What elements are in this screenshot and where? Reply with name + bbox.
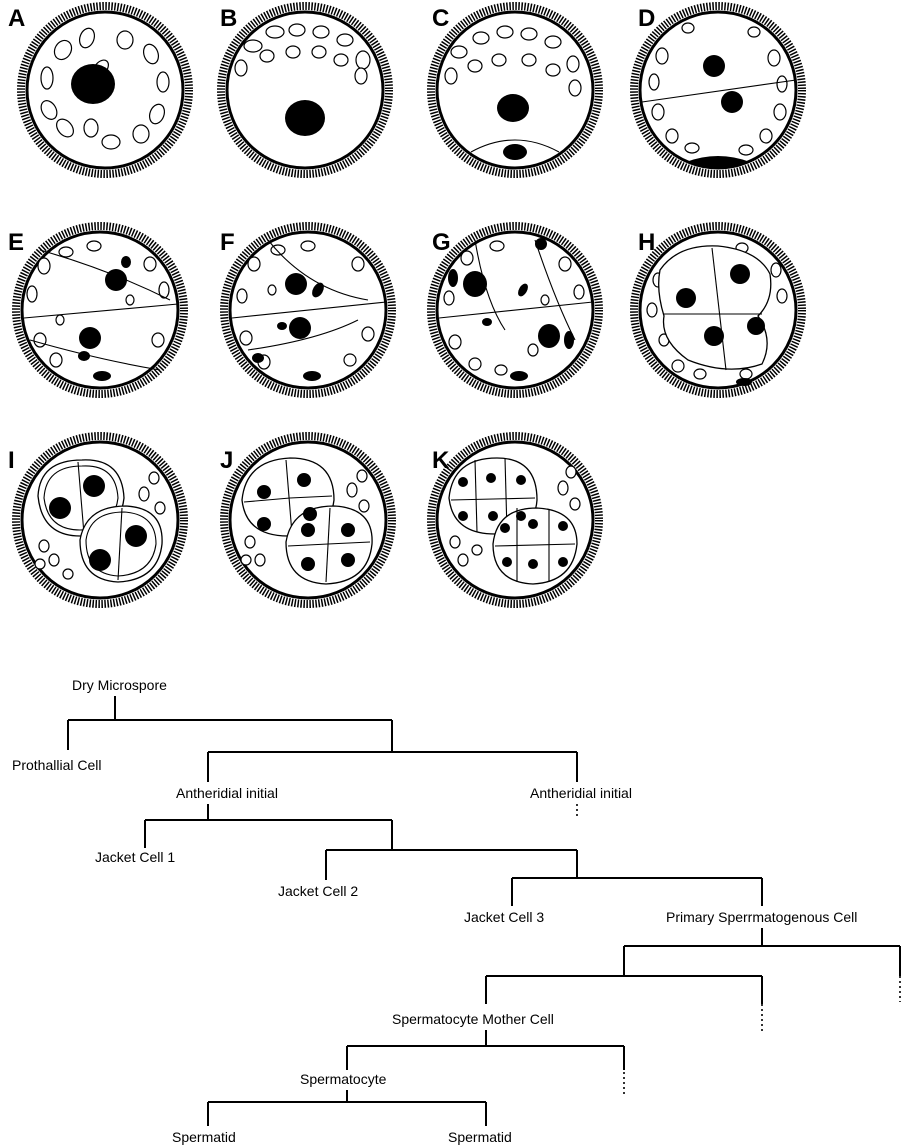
nucleus bbox=[303, 507, 317, 521]
nucleus bbox=[528, 519, 538, 529]
node-jacket-cell-2: Jacket Cell 2 bbox=[278, 883, 358, 899]
node-primary-spermatogenous-cell: Primary Sperrmatogenous Cell bbox=[666, 909, 857, 925]
panel-label-e: E bbox=[8, 229, 24, 256]
node-spermatid-2: Spermatid bbox=[448, 1129, 512, 1145]
nucleus bbox=[257, 517, 271, 531]
nucleus bbox=[89, 549, 111, 571]
small-nucleus bbox=[535, 238, 547, 250]
panel-label-b: B bbox=[220, 5, 237, 32]
node-spermatocyte-mother-cell: Spermatocyte Mother Cell bbox=[392, 1011, 554, 1027]
nucleus bbox=[704, 326, 724, 346]
nucleus bbox=[676, 288, 696, 308]
nucleus bbox=[703, 55, 725, 77]
panel-label-g: G bbox=[432, 229, 451, 256]
node-jacket-cell-1: Jacket Cell 1 bbox=[95, 849, 175, 865]
panel-e bbox=[16, 226, 184, 394]
panel-label-h: H bbox=[638, 229, 655, 256]
prothallial-nucleus bbox=[510, 371, 528, 381]
small-nucleus bbox=[252, 353, 264, 363]
nucleus bbox=[458, 477, 468, 487]
nucleus bbox=[497, 94, 529, 122]
nucleus bbox=[516, 475, 526, 485]
node-prothallial-cell: Prothallial Cell bbox=[12, 757, 101, 773]
panel-a bbox=[21, 6, 189, 174]
panel-label-a: A bbox=[8, 5, 25, 32]
nucleus bbox=[463, 271, 487, 297]
small-nucleus bbox=[78, 351, 90, 361]
panel-g bbox=[431, 226, 599, 394]
nucleus bbox=[538, 324, 560, 348]
nucleus bbox=[301, 523, 315, 537]
small-nucleus bbox=[564, 331, 574, 349]
panel-i bbox=[16, 436, 184, 604]
panel-label-i: I bbox=[8, 447, 15, 474]
nucleus bbox=[458, 511, 468, 521]
node-dry-microspore: Dry Microspore bbox=[72, 677, 167, 693]
nucleus bbox=[558, 557, 568, 567]
panel-label-d: D bbox=[638, 5, 655, 32]
nucleus bbox=[257, 485, 271, 499]
nucleus bbox=[502, 557, 512, 567]
nucleus bbox=[721, 91, 743, 113]
panel-label-c: C bbox=[432, 5, 449, 32]
node-jacket-cell-3: Jacket Cell 3 bbox=[464, 909, 544, 925]
node-spermatocyte: Spermatocyte bbox=[300, 1071, 387, 1087]
nucleus bbox=[341, 523, 355, 537]
panel-f bbox=[224, 226, 392, 394]
nucleus bbox=[500, 523, 510, 533]
small-nucleus bbox=[448, 269, 458, 287]
panel-b bbox=[221, 6, 389, 174]
panel-j bbox=[224, 436, 392, 604]
nucleus bbox=[516, 511, 526, 521]
panel-label-k: K bbox=[432, 447, 450, 474]
node-spermatid-1: Spermatid bbox=[172, 1129, 236, 1145]
prothallial-nucleus bbox=[303, 371, 321, 381]
nucleus bbox=[71, 64, 115, 104]
nucleus bbox=[747, 317, 765, 335]
nucleus bbox=[83, 475, 105, 497]
small-nucleus bbox=[482, 318, 492, 326]
nucleus bbox=[488, 511, 498, 521]
nucleus bbox=[730, 264, 750, 284]
small-nucleus bbox=[277, 322, 287, 330]
prothallial-nucleus bbox=[736, 378, 752, 386]
panel-k bbox=[431, 436, 599, 604]
nucleus bbox=[297, 473, 311, 487]
nucleus bbox=[341, 553, 355, 567]
nucleus bbox=[301, 557, 315, 571]
nucleus bbox=[486, 473, 496, 483]
nucleus bbox=[125, 525, 147, 547]
small-nucleus bbox=[121, 256, 131, 268]
nucleus bbox=[105, 269, 127, 291]
node-antheridial-initial-2: Antheridial initial bbox=[530, 785, 632, 801]
prothallial-nucleus bbox=[503, 144, 527, 160]
panel-label-j: J bbox=[220, 447, 233, 474]
nucleus bbox=[285, 273, 307, 295]
panel-d bbox=[634, 6, 802, 174]
nucleus bbox=[49, 497, 71, 519]
nucleus bbox=[289, 317, 311, 339]
panel-h bbox=[634, 226, 802, 394]
nucleus bbox=[528, 559, 538, 569]
node-antheridial-initial: Antheridial initial bbox=[176, 785, 278, 801]
panel-label-f: F bbox=[220, 229, 235, 256]
nucleus bbox=[285, 100, 325, 136]
lineage-tree: Dry Microspore Prothallial Cell Antherid… bbox=[12, 677, 900, 1145]
prothallial-nucleus bbox=[93, 371, 111, 381]
nucleus bbox=[79, 327, 101, 349]
nucleus bbox=[558, 521, 568, 531]
panel-c bbox=[431, 6, 599, 174]
